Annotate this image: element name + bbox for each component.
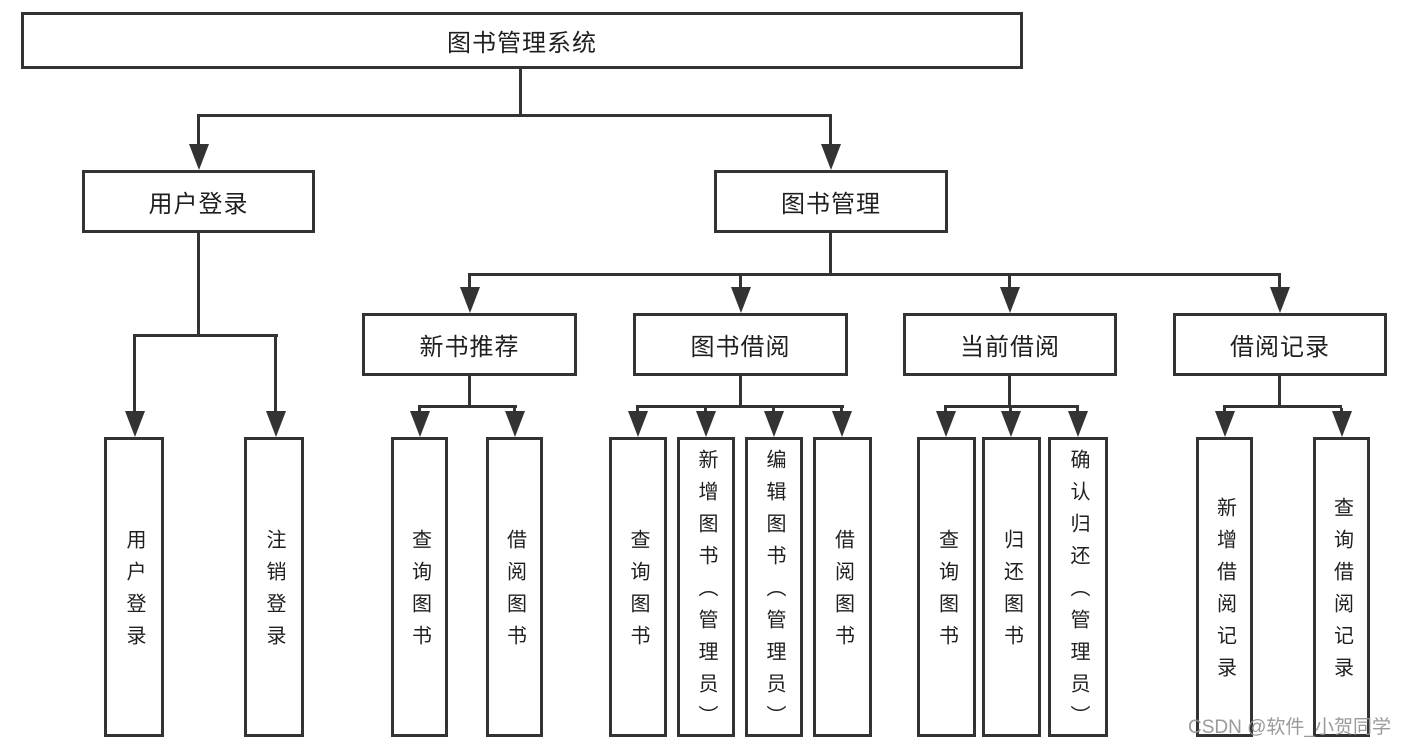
node-records-query-record: 查询借阅记录 (1313, 437, 1370, 737)
connector-level1-branch (197, 114, 832, 117)
arrow-down-logout (265, 337, 286, 437)
watermark: CSDN @软件_小贺同学 (1188, 717, 1391, 738)
node-current-query-book-label: 查询图书 (935, 529, 958, 657)
connector-current-stem (1008, 376, 1011, 408)
arrow-down-book-management (820, 117, 841, 170)
node-user-login-label: 用户登录 (123, 529, 145, 657)
node-borrowing-add-book-admin-label: 新增图书（管理员） (695, 449, 717, 737)
node-user-login: 用户登录 (104, 437, 164, 737)
connector-records-stem (1278, 376, 1281, 408)
arrow-down-new-book-recommend (459, 276, 480, 313)
node-borrowing-records: 借阅记录 (1173, 313, 1387, 376)
arrow-down-current-confirm-return (1067, 408, 1088, 437)
connector-borrowing-branch (636, 405, 844, 408)
connector-user-login-branch (133, 334, 278, 337)
arrow-down-recommend-query-book (409, 408, 430, 437)
arrow-down-login (124, 337, 145, 437)
arrow-down-borrowing-add-book (695, 408, 716, 437)
node-current-query-book: 查询图书 (917, 437, 976, 737)
arrow-down-recommend-borrow-book (504, 408, 525, 437)
connector-records-branch (1223, 405, 1342, 408)
node-borrowing-query-book-label: 查询图书 (627, 529, 649, 657)
node-recommend-borrow-book-label: 借阅图书 (503, 529, 526, 657)
node-borrowing-edit-book-admin-label: 编辑图书（管理员） (763, 449, 785, 737)
arrow-down-records-add-record (1214, 408, 1235, 437)
connector-borrowing-stem (739, 376, 742, 408)
node-user-login-group: 用户登录 (82, 170, 315, 233)
node-logout: 注销登录 (244, 437, 304, 737)
arrow-down-book-borrowing (730, 276, 751, 313)
node-borrowing-borrow-book: 借阅图书 (813, 437, 872, 737)
arrow-down-borrowing-borrow-book (831, 408, 852, 437)
node-new-book-recommend: 新书推荐 (362, 313, 577, 376)
node-borrowing-edit-book-admin: 编辑图书（管理员） (745, 437, 803, 737)
node-recommend-query-book: 查询图书 (391, 437, 448, 737)
connector-user-login-stem (197, 233, 200, 337)
connector-current-branch (944, 405, 1079, 408)
node-book-borrowing: 图书借阅 (633, 313, 848, 376)
node-current-confirm-return-admin: 确认归还（管理员） (1048, 437, 1108, 737)
node-recommend-query-book-label: 查询图书 (408, 529, 431, 657)
node-book-management: 图书管理 (714, 170, 948, 233)
node-logout-label: 注销登录 (263, 529, 285, 657)
arrow-down-user-login-group (188, 117, 209, 170)
arrow-down-records-query-record (1331, 408, 1352, 437)
connector-recommend-stem (468, 376, 471, 408)
node-borrowing-add-book-admin: 新增图书（管理员） (677, 437, 735, 737)
node-current-return-book-label: 归还图书 (1000, 529, 1023, 657)
node-records-add-record: 新增借阅记录 (1196, 437, 1253, 737)
arrow-down-current-query-book (935, 408, 956, 437)
arrow-down-borrowing-records (1269, 276, 1290, 313)
arrow-down-borrowing-query-book (627, 408, 648, 437)
connector-root-stem (519, 66, 522, 117)
connector-recommend-branch (418, 405, 517, 408)
arrow-down-borrowing-edit-book (763, 408, 784, 437)
node-library-system: 图书管理系统 (21, 12, 1023, 69)
connector-level3-branch (468, 273, 1281, 276)
node-borrowing-borrow-book-label: 借阅图书 (831, 529, 854, 657)
node-borrowing-query-book: 查询图书 (609, 437, 667, 737)
node-recommend-borrow-book: 借阅图书 (486, 437, 543, 737)
arrow-down-current-return-book (1000, 408, 1021, 437)
node-records-add-record-label: 新增借阅记录 (1213, 497, 1236, 689)
node-current-borrowing: 当前借阅 (903, 313, 1117, 376)
node-current-return-book: 归还图书 (982, 437, 1041, 737)
node-current-confirm-return-admin-label: 确认归还（管理员） (1067, 449, 1089, 737)
connector-book-mgmt-stem (829, 233, 832, 276)
arrow-down-current-borrowing (999, 276, 1020, 313)
node-records-query-record-label: 查询借阅记录 (1330, 497, 1353, 689)
